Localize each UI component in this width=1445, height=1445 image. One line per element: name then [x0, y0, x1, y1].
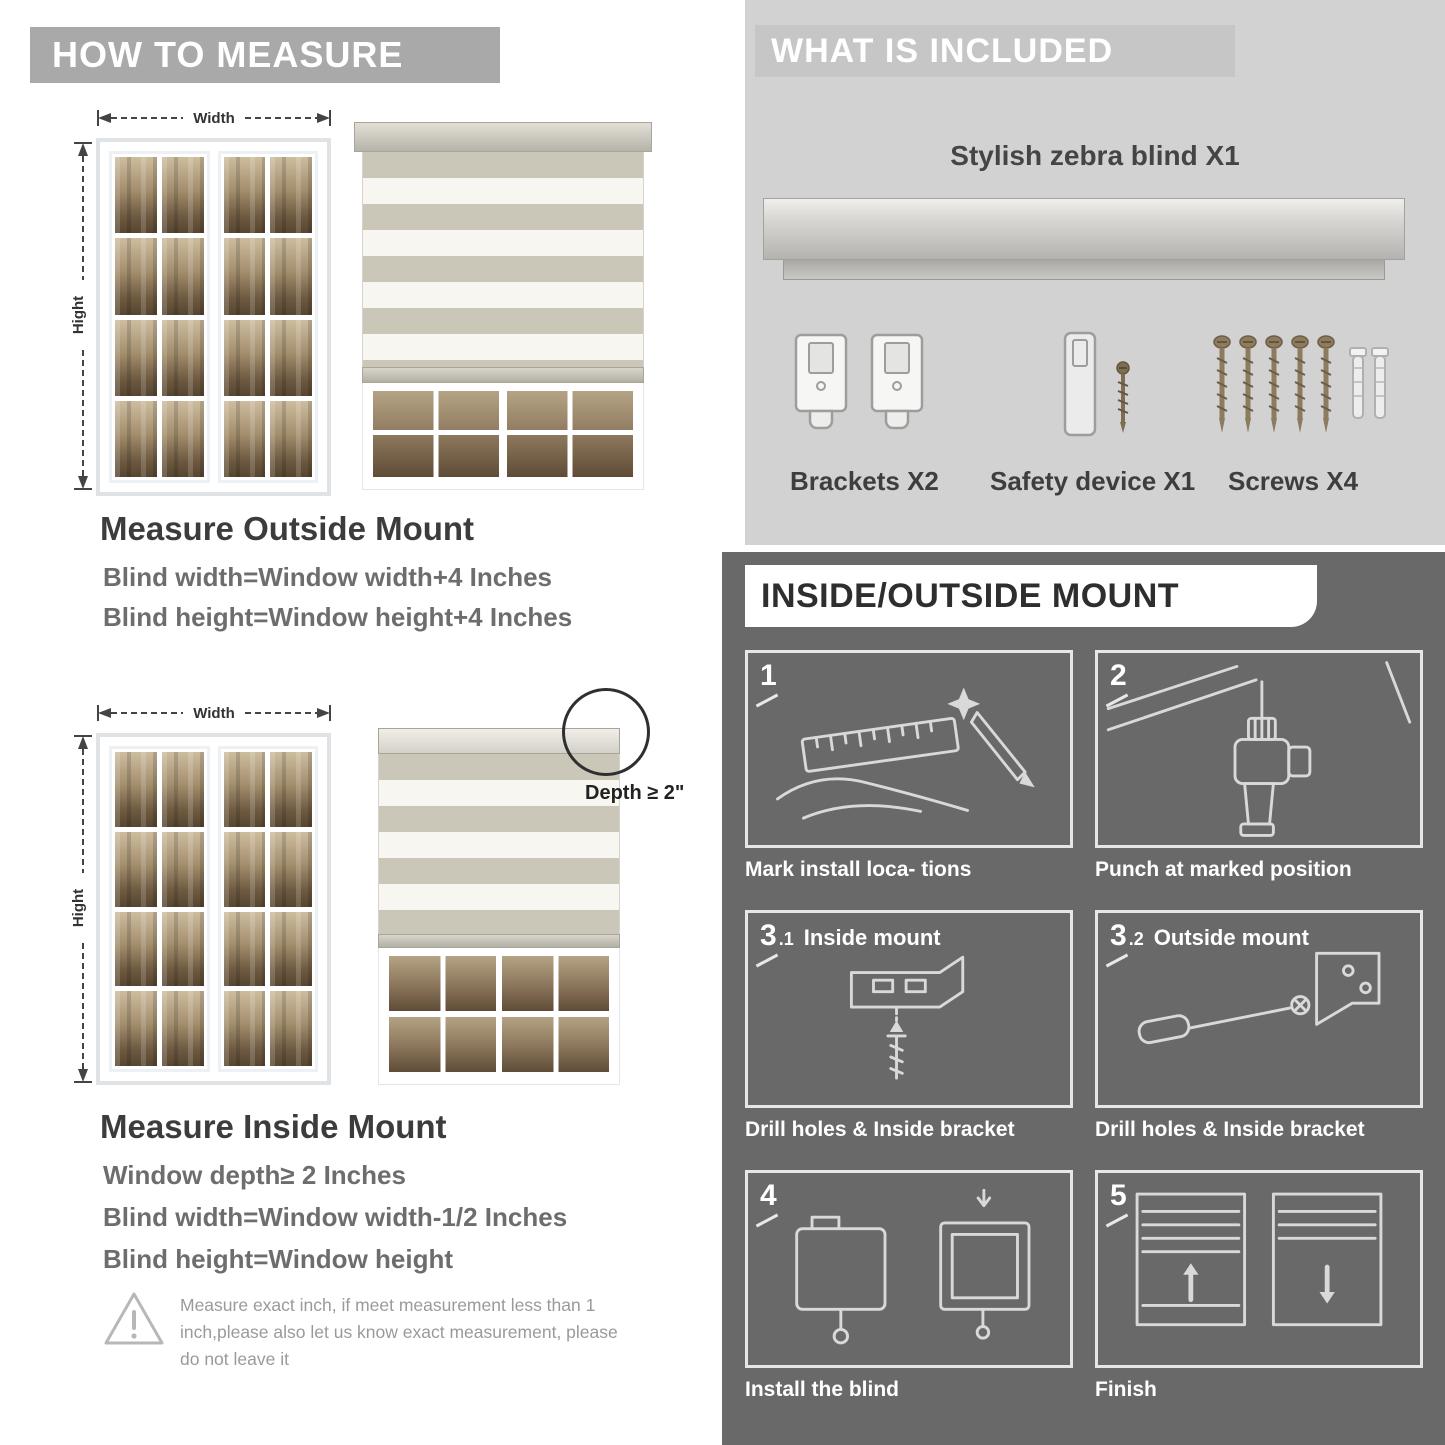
step-number: 3 — [1110, 919, 1127, 952]
what-is-included-banner: WHAT IS INCLUDED — [755, 25, 1235, 77]
step-number: 4 — [760, 1179, 777, 1212]
window-sash — [109, 151, 210, 483]
warning-icon — [104, 1292, 164, 1345]
step-number: 3 — [760, 919, 777, 952]
bracket-icon — [870, 333, 924, 430]
screws-icons — [1210, 330, 1395, 445]
step-number: 2 — [1110, 659, 1127, 692]
inside-mount-rule-2: Blind width=Window width-1/2 Inches — [103, 1202, 568, 1232]
depth-callout-circle — [562, 688, 650, 776]
brackets-label: Brackets X2 — [790, 466, 939, 496]
inside-mount-heading: Measure Inside Mount — [100, 1108, 447, 1145]
blind-headrail — [354, 122, 652, 152]
step-title: Inside mount — [803, 925, 941, 950]
height-label: Hight — [70, 296, 87, 334]
drill-illustration — [1106, 661, 1412, 837]
step-3-1-panel: 3.1 Inside mount — [745, 910, 1073, 1108]
step-1: 1 Mark install loca- tions — [745, 650, 1073, 882]
step-caption: Punch at marked position — [1095, 858, 1352, 881]
step-1-panel: 1 — [745, 650, 1073, 848]
width-arrow-inside: Width — [97, 705, 331, 722]
step-number: 1 — [760, 659, 777, 692]
window-sash — [217, 151, 318, 483]
blind-stripes — [378, 754, 620, 934]
step-number: 5 — [1110, 1179, 1127, 1212]
outside-mount-rule-1: Blind width=Window width+4 Inches — [103, 562, 552, 592]
step-caption: Mark install loca- tions — [745, 858, 972, 881]
safety-device-label: Safety device X1 — [990, 466, 1196, 496]
blind-bottom-rail — [362, 367, 644, 383]
step-2-panel: 2 — [1095, 650, 1423, 848]
mount-banner: INSIDE/OUTSIDE MOUNT — [745, 565, 1317, 627]
screws-label: Screws X4 — [1228, 466, 1359, 496]
zebra-blind-illustration-outside — [354, 122, 652, 490]
mount-steps-grid: 1 Mark install loca- tions — [745, 650, 1423, 1402]
height-arrow-inside: Hight — [70, 735, 92, 1083]
screw-icon — [1116, 361, 1130, 433]
window-illustration-outside — [96, 138, 331, 496]
bracket-icon — [794, 333, 848, 430]
window-behind-blind — [362, 383, 644, 490]
headrail-illustration — [763, 198, 1405, 280]
width-label: Width — [193, 110, 235, 127]
warning-text: Measure exact inch, if meet measurement … — [180, 1295, 618, 1370]
inside-mount-rule-3: Blind height=Window height — [103, 1244, 453, 1274]
inside-bracket-illustration — [849, 955, 965, 1080]
inside-mount-rule-1: Window depth≥ 2 Inches — [103, 1160, 406, 1190]
step-3-1: 3.1 Inside mount Drill holes & Inside br… — [745, 910, 1073, 1142]
mark-locations-illustration — [776, 687, 1035, 820]
safety-device-icons — [1055, 330, 1151, 445]
step-4: 4 Install the blind — [745, 1170, 1073, 1402]
step-2: 2 Punch at marked position — [1095, 650, 1423, 882]
height-label: Hight — [70, 889, 87, 927]
window-sash — [109, 746, 210, 1072]
step-5-panel: 5 — [1095, 1170, 1423, 1368]
width-label: Width — [193, 705, 235, 722]
what-is-included-section: WHAT IS INCLUDED Stylish zebra blind X1 — [745, 0, 1445, 545]
outside-mount-heading: Measure Outside Mount — [100, 510, 475, 547]
step-caption: Drill holes & Inside bracket — [1095, 1118, 1365, 1141]
window-behind-blind — [378, 948, 620, 1085]
step-title: Outside mount — [1153, 925, 1309, 950]
blind-stripes — [362, 152, 644, 367]
step-5: 5 Finish — [1095, 1170, 1423, 1402]
width-arrow-outside: Width — [97, 110, 331, 127]
step-caption: Drill holes & Inside bracket — [745, 1118, 1015, 1141]
window-sash — [217, 746, 318, 1072]
zebra-blind-illustration-inside — [378, 728, 620, 1085]
install-blind-illustration — [795, 1188, 1031, 1345]
window-illustration-inside — [96, 733, 331, 1085]
how-to-measure-banner: HOW TO MEASURE — [30, 27, 500, 83]
step-caption: Install the blind — [745, 1378, 900, 1401]
step-4-panel: 4 — [745, 1170, 1073, 1368]
finish-illustration — [1135, 1192, 1383, 1327]
depth-callout-label: Depth ≥ 2" — [585, 782, 685, 804]
product-label: Stylish zebra blind X1 — [950, 140, 1240, 171]
step-caption: Finish — [1095, 1378, 1157, 1401]
step-3-2-panel: 3.2 Outside mount — [1095, 910, 1423, 1108]
safety-device-icon — [1063, 331, 1130, 437]
blind-bottom-rail — [378, 934, 620, 948]
mount-section: INSIDE/OUTSIDE MOUNT — [722, 552, 1445, 1445]
step-3-2: 3.2 Outside mount Drill holes & Inside b… — [1095, 910, 1423, 1142]
brackets-icons — [790, 332, 928, 434]
height-arrow-outside: Hight — [70, 142, 92, 490]
outside-mount-rule-2: Blind height=Window height+4 Inches — [103, 602, 573, 632]
outside-bracket-illustration — [1137, 951, 1381, 1045]
